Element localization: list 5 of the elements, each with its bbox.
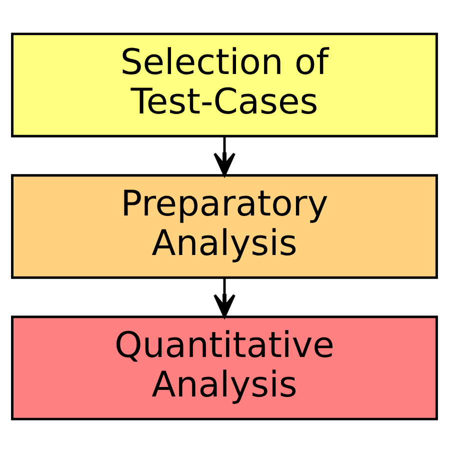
node-box: Selection of Test-Cases [11, 32, 438, 138]
arrow [214, 278, 236, 318]
node-box: Quantitative Analysis [11, 316, 438, 420]
arrow [214, 136, 236, 176]
node-box: Preparatory Analysis [11, 174, 438, 279]
